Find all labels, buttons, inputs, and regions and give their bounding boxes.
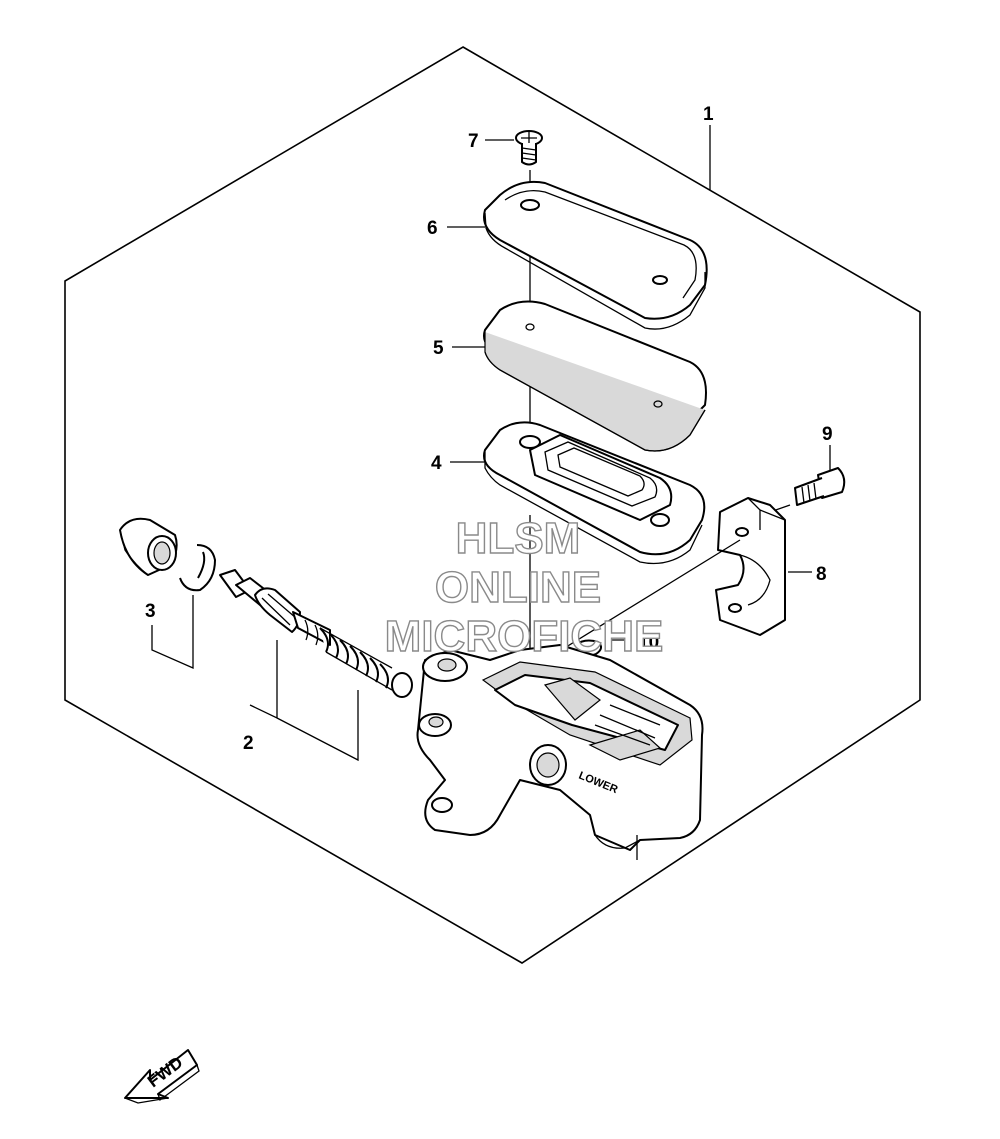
callout-2: 2	[243, 733, 254, 754]
reservoir-cap-part-6	[483, 180, 708, 330]
callout-5: 5	[433, 338, 444, 359]
callout-8: 8	[816, 564, 827, 585]
leader-bracket-3	[151, 595, 194, 669]
fwd-arrow-icon: FWD	[124, 1049, 200, 1104]
watermark-line-1: HLSM	[456, 514, 581, 563]
handlebar-clamp-part-8	[715, 497, 786, 636]
screw-part-7	[515, 130, 543, 166]
leader-bracket-2	[249, 640, 359, 762]
callout-3: 3	[145, 601, 156, 622]
callout-7: 7	[468, 131, 479, 152]
master-cylinder-body: LOWER	[416, 644, 704, 860]
callout-4: 4	[431, 453, 442, 474]
diaphragm-plate-part-5	[483, 300, 707, 452]
diaphragm-gasket-part-4	[483, 421, 706, 565]
boot-and-circlip-part-3	[119, 517, 216, 592]
clamp-bolt-part-9	[794, 467, 846, 506]
watermark-line-3: MICROFICHE	[385, 612, 664, 661]
callout-6: 6	[427, 218, 438, 239]
watermark-line-2: ONLINE	[435, 563, 601, 612]
clamp-to-body-line	[544, 539, 741, 661]
assembly-outline	[64, 46, 921, 964]
callout-9: 9	[822, 424, 833, 445]
callout-1: 1	[703, 104, 714, 125]
spring	[319, 627, 389, 689]
callout-10: 10	[638, 632, 659, 653]
piston-kit-part-2	[219, 569, 413, 698]
